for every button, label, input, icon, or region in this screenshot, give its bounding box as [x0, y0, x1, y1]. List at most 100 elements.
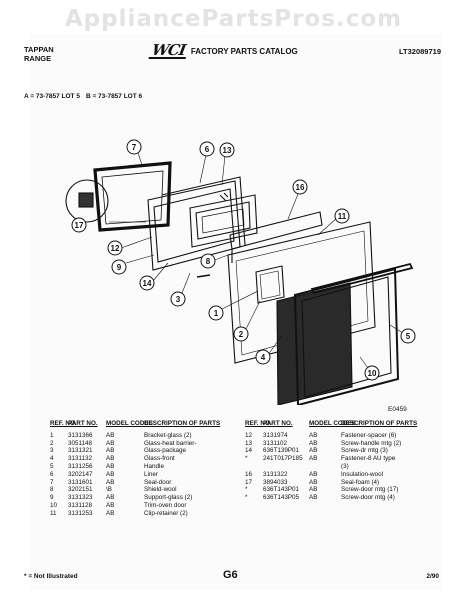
cell-part: 636T143P05: [263, 494, 300, 502]
cell-ref: 6: [50, 470, 54, 478]
cell-ref: *: [245, 455, 248, 463]
callout-1: 1: [214, 309, 219, 318]
callout-6: 6: [205, 145, 210, 154]
cell-model: AB: [106, 478, 115, 486]
lot-b: B = 73-7857 LOT 6: [85, 93, 143, 100]
cell-part: 241T017P185: [263, 455, 303, 463]
cell-desc: Fastener-8 AU type: [341, 455, 396, 463]
callout-5: 5: [406, 332, 411, 341]
cell-ref: 4: [50, 455, 54, 463]
brand-line-2: RANGE: [24, 54, 52, 63]
cell-ref: 10: [50, 501, 58, 509]
catalog-title: FACTORY PARTS CATALOG: [190, 46, 298, 56]
callout-17: 17: [75, 221, 84, 230]
page-number: G6: [223, 569, 238, 581]
cell-desc: Screw-door mtg (17): [341, 486, 399, 494]
catalog-sheet: [30, 34, 442, 590]
cell-part: 3131102: [263, 439, 288, 447]
header-desc: DESCRIPTION OF PARTS: [144, 420, 221, 427]
cell-ref: 7: [50, 478, 54, 486]
glass-package-part: [189, 194, 258, 248]
header-desc: DESCRIPTION OF PARTS: [341, 420, 418, 427]
cell-desc: (3): [341, 462, 349, 470]
wci-logo: WCI: [148, 41, 189, 59]
cell-ref: 2: [50, 439, 54, 447]
lot-a: A = 73-7857 LOT 5: [24, 93, 80, 100]
table-row: * 241T017P185 AB Fastener-8 AU type: [245, 455, 437, 463]
table-header: REF. NO. PART NO. MODEL CODES DESCRIPTIO…: [50, 420, 234, 428]
cell-model: AB: [309, 447, 318, 455]
cell-ref: 8: [50, 486, 54, 494]
cell-ref: 12: [245, 431, 253, 439]
cell-part: 3131132: [68, 455, 93, 463]
table-row: (3): [245, 463, 437, 471]
callout-8: 8: [206, 257, 211, 266]
cell-part: 3202147: [68, 470, 93, 478]
watermark: AppliancePartsPros.com: [64, 6, 403, 32]
cell-model: AB: [106, 431, 115, 439]
cell-model: AB: [309, 455, 318, 463]
cell-model: \B: [106, 486, 112, 494]
header-part: PART NO.: [68, 420, 98, 427]
document-id: LT32089719: [399, 47, 441, 56]
diagram-code: E0459: [388, 406, 407, 413]
cell-desc: Trim-oven door: [144, 501, 187, 509]
cell-model: AB: [309, 494, 318, 502]
cell-model: AB: [106, 447, 115, 455]
cell-desc: Screw-dr mtg (3): [341, 447, 388, 455]
cell-part: 3131253: [68, 509, 93, 517]
callout-13: 13: [223, 146, 232, 155]
screw-detail: [196, 274, 211, 278]
cell-model: AB: [309, 431, 318, 439]
cell-part: 3894033: [263, 478, 288, 486]
exploded-door-diagram: 7 6 13 16 17 12 9 14 3 8 11 1 2 4 5 10: [65, 139, 416, 405]
parts-table-right: REF. NO. PART NO. MODEL CODES DESCRIPTIO…: [245, 420, 437, 502]
lot-legend: A = 73-7857 LOT 5 B = 73-7857 LOT 6: [24, 93, 142, 100]
cell-desc: Seal-foam (4): [341, 478, 380, 486]
cell-part: 3131323: [68, 494, 93, 502]
cell-model: AB: [309, 478, 318, 486]
door-seal-part: [93, 161, 172, 232]
parts-table-left: REF. NO. PART NO. MODEL CODES DESCRIPTIO…: [50, 420, 234, 518]
revision-date: 2/90: [426, 573, 439, 580]
cell-model: AB: [309, 486, 318, 494]
cell-desc: Seal-door: [144, 478, 172, 486]
cell-ref: 13: [245, 439, 253, 447]
cell-model: AB: [106, 509, 115, 517]
callout-4: 4: [261, 353, 266, 362]
cell-ref: *: [245, 494, 248, 502]
cell-desc: Shield-wool: [144, 486, 177, 494]
cell-model: AB: [106, 501, 115, 509]
cell-part: 3202151: [68, 486, 93, 494]
header-model: MODEL CODES: [309, 420, 356, 427]
cell-desc: Glass-package: [144, 447, 186, 455]
seal-foam-square: [78, 192, 94, 208]
cell-model: AB: [309, 439, 318, 447]
seal-foam-detail-circle: [65, 179, 109, 223]
cell-part: 636T139P01: [263, 447, 300, 455]
cell-part: 3131974: [263, 431, 288, 439]
cell-part: 3131256: [68, 462, 93, 470]
table-row: 8 3202151 \B Shield-wool: [50, 486, 234, 494]
handle-part: [310, 262, 414, 295]
window-bracket-part: [255, 265, 285, 304]
cell-ref: 16: [245, 470, 253, 478]
